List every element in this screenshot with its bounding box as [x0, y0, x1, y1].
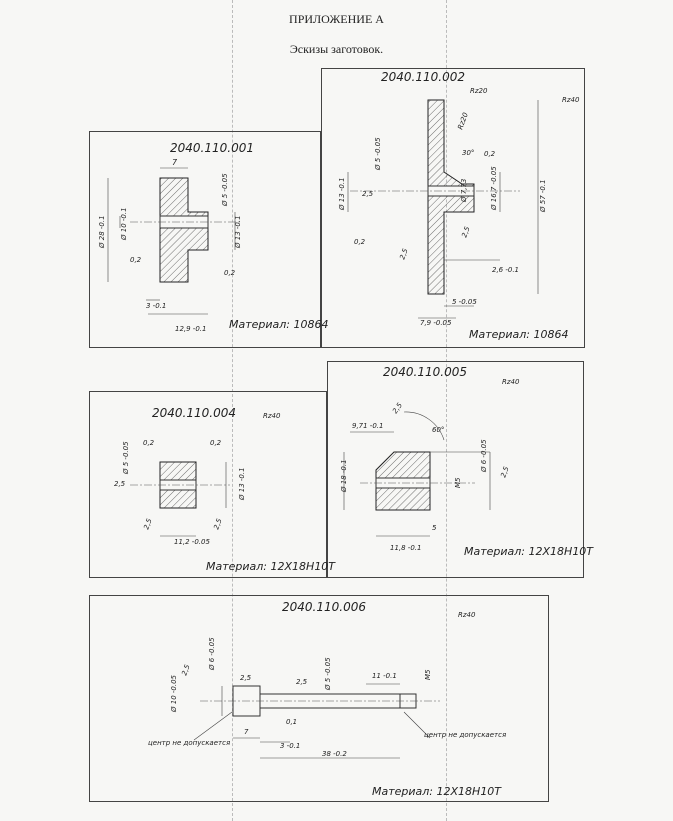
- svg-text:0,2: 0,2: [130, 256, 142, 264]
- svg-text:Ø 18 -0.1: Ø 18 -0.1: [340, 459, 348, 493]
- material-label: Материал: 10864: [229, 318, 329, 331]
- svg-text:0,2: 0,2: [354, 238, 366, 246]
- svg-text:Ø 5 -0.05: Ø 5 -0.05: [324, 657, 332, 691]
- svg-text:Ø 13 -0.1: Ø 13 -0.1: [234, 215, 242, 249]
- drawing-frame-002: [321, 68, 585, 348]
- drawing-002: 2040.110.002 Rz20 Rz20 Rz40 30° 0,2 Ø 5 …: [338, 70, 580, 341]
- svg-text:38 -0.2: 38 -0.2: [322, 750, 347, 758]
- svg-text:7: 7: [172, 158, 178, 167]
- svg-text:0,1: 0,1: [286, 718, 297, 726]
- drawing-frame-004: [89, 391, 327, 578]
- drawing-code: 2040.110.006: [282, 600, 366, 614]
- drawing-code: 2040.110.005: [383, 365, 467, 379]
- svg-text:2,5: 2,5: [460, 225, 472, 239]
- svg-text:7: 7: [244, 728, 249, 736]
- drawing-code: 2040.110.001: [170, 141, 254, 155]
- svg-text:0,2: 0,2: [143, 439, 155, 447]
- svg-text:2,6 -0.1: 2,6 -0.1: [492, 266, 519, 274]
- svg-text:Ø 16,7 -0.05: Ø 16,7 -0.05: [490, 166, 498, 211]
- svg-text:М5: М5: [424, 669, 432, 680]
- svg-text:Rz40: Rz40: [562, 96, 580, 104]
- drawing-005: 2040.110.005 Rz40 2,5 9,71 -0.1 60° Ø 18…: [340, 365, 594, 558]
- drawing-004: 2040.110.004 Rz40 0,2 0,2 Ø 5 -0.05 2,5 …: [114, 406, 336, 573]
- svg-text:Ø 6 -0.05: Ø 6 -0.05: [480, 439, 488, 473]
- svg-text:Ø 13 -0.1: Ø 13 -0.1: [238, 467, 246, 501]
- svg-text:11 -0.1: 11 -0.1: [372, 672, 397, 680]
- svg-text:11,8 -0.1: 11,8 -0.1: [390, 544, 421, 552]
- drawing-frame-006: [89, 595, 549, 802]
- svg-text:Rz40: Rz40: [263, 412, 281, 420]
- svg-text:2,5: 2,5: [240, 674, 252, 682]
- appendix-title: ПРИЛОЖЕНИЕ А: [289, 12, 384, 26]
- drawing-frame-001: [89, 131, 321, 348]
- svg-text:2,5: 2,5: [391, 401, 404, 415]
- center-note: центр не допускается: [148, 739, 230, 747]
- hatched-section: [427, 99, 475, 295]
- fold-line: [446, 0, 447, 821]
- svg-text:0,2: 0,2: [224, 269, 236, 277]
- svg-text:2,5: 2,5: [212, 517, 224, 531]
- svg-text:0,2: 0,2: [484, 150, 496, 158]
- svg-text:3 -0.1: 3 -0.1: [146, 302, 166, 310]
- svg-text:2,5: 2,5: [142, 517, 154, 531]
- page-subtitle: Эскизы заготовок.: [289, 42, 384, 56]
- svg-text:Ø 28 -0.1: Ø 28 -0.1: [98, 215, 106, 249]
- svg-text:11,2 -0.05: 11,2 -0.05: [174, 538, 210, 546]
- drawing-code: 2040.110.002: [381, 70, 465, 84]
- svg-text:2,5: 2,5: [499, 465, 511, 479]
- material-label: Материал: 12Х18Н10Т: [206, 560, 336, 573]
- svg-text:2,5: 2,5: [362, 190, 374, 198]
- svg-text:9,71 -0.1: 9,71 -0.1: [352, 422, 383, 430]
- svg-text:Ø 10 -0.05: Ø 10 -0.05: [170, 674, 178, 713]
- svg-text:2,5: 2,5: [114, 480, 126, 488]
- svg-text:30°: 30°: [462, 149, 474, 157]
- fold-line: [232, 0, 233, 821]
- svg-text:2,5: 2,5: [180, 663, 192, 677]
- svg-text:Ø 7,73: Ø 7,73: [460, 179, 468, 203]
- material-label: Материал: 12Х18Н10Т: [372, 785, 502, 798]
- svg-text:2,5: 2,5: [398, 247, 410, 261]
- svg-text:Ø 57 -0.1: Ø 57 -0.1: [539, 179, 547, 213]
- svg-text:Ø 5 -0.05: Ø 5 -0.05: [221, 173, 229, 207]
- svg-text:М5: М5: [454, 477, 462, 488]
- svg-text:Ø 6 -0.05: Ø 6 -0.05: [208, 637, 216, 671]
- svg-text:12,9 -0.1: 12,9 -0.1: [175, 325, 206, 333]
- svg-text:3 -0.1: 3 -0.1: [280, 742, 300, 750]
- material-label: Материал: 10864: [469, 328, 569, 341]
- svg-text:60°: 60°: [432, 426, 444, 434]
- svg-text:Rz40: Rz40: [458, 611, 476, 619]
- svg-text:Ø 5 -0.05: Ø 5 -0.05: [122, 441, 130, 475]
- svg-text:2,5: 2,5: [296, 678, 308, 686]
- svg-text:Ø 10 -0.1: Ø 10 -0.1: [120, 207, 128, 241]
- drawing-code: 2040.110.004: [152, 406, 236, 420]
- hatched-section: [159, 177, 209, 283]
- svg-text:Ø 5 -0.05: Ø 5 -0.05: [374, 137, 382, 171]
- svg-text:Ø 13 -0.1: Ø 13 -0.1: [338, 177, 346, 211]
- svg-text:Rz20: Rz20: [470, 87, 488, 95]
- svg-text:0,2: 0,2: [210, 439, 222, 447]
- svg-text:7,9 -0.05: 7,9 -0.05: [420, 319, 452, 327]
- svg-text:Rz20: Rz20: [456, 111, 470, 131]
- svg-text:5: 5: [432, 524, 437, 532]
- svg-text:5 -0.05: 5 -0.05: [452, 298, 477, 306]
- material-label: Материал: 12Х18Н10Т: [464, 545, 594, 558]
- drawing-001: 2040.110.001 7 Ø 28 -0.1 Ø 10 -0.1 Ø 5 -…: [98, 141, 329, 333]
- drawing-frame-005: [327, 361, 584, 578]
- svg-text:Rz40: Rz40: [502, 378, 520, 386]
- center-note: центр не допускается: [424, 731, 506, 739]
- drawing-006: 2040.110.006 Rz40 2,5 Ø 6 -0.05 Ø 10 -0.…: [148, 600, 506, 798]
